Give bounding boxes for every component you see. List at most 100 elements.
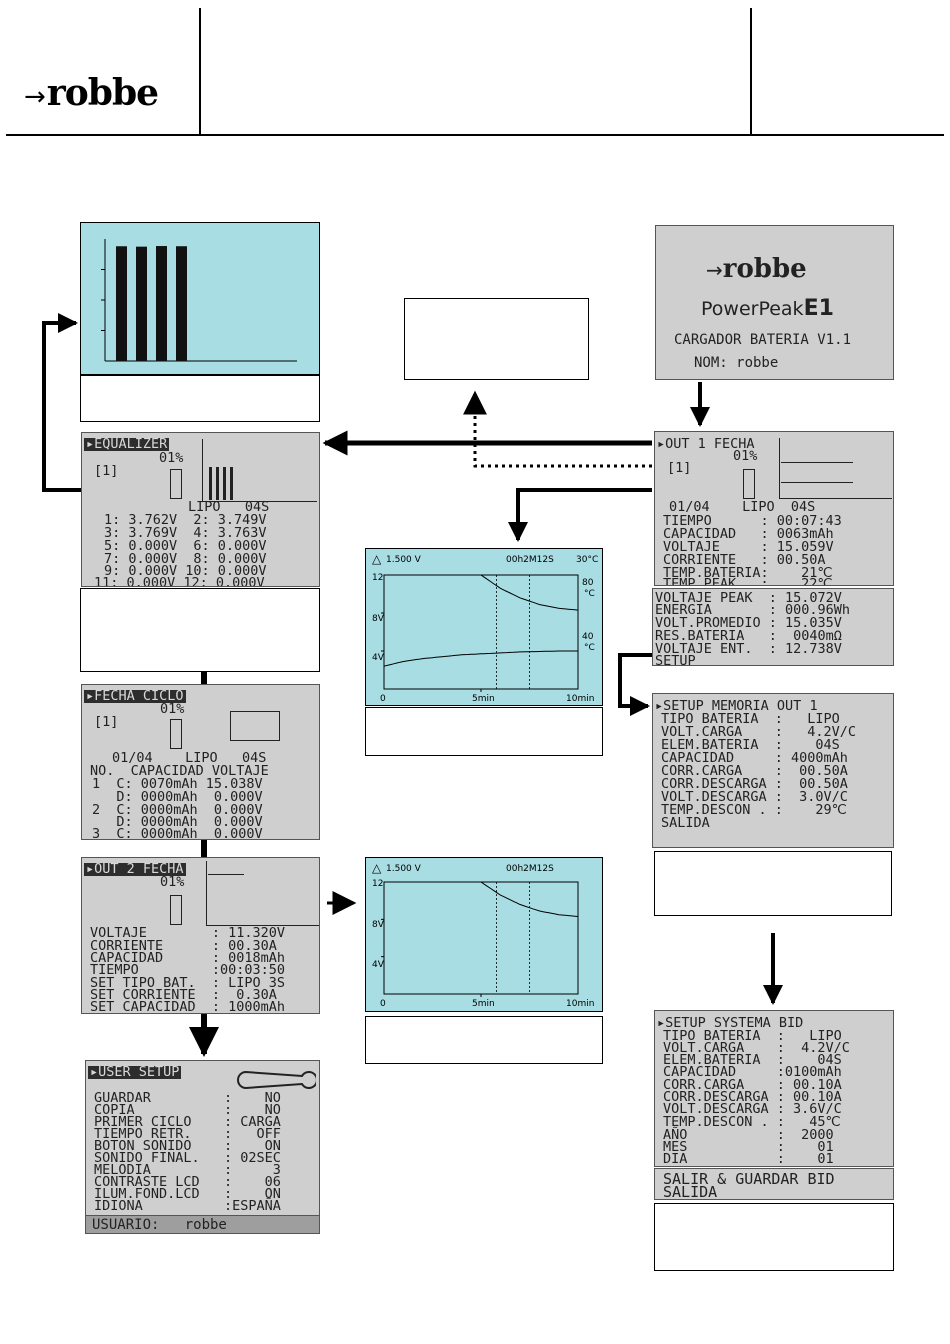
- setup-mem-row: VOLT.CARGA : 4.2V/C: [661, 724, 857, 740]
- chart2-x5: 5min: [472, 999, 495, 1009]
- fecha-ciclo-row: 2 C: 0000mAh 0.000V: [92, 802, 263, 818]
- fecha-ciclo-header: NO. CAPACIDAD VOLTAJE: [90, 763, 269, 779]
- equalizer-screen: ▸EQUALIZER 01% [1] LIPO 04S 1: 3.762V 2:…: [81, 432, 320, 587]
- user-setup-row: COPIA : NO: [94, 1102, 281, 1118]
- equalizer-row: 7: 0.000V 8: 0.000V: [104, 551, 267, 567]
- out1-battery-icon: [743, 469, 755, 499]
- equalizer-title: ▸EQUALIZER: [84, 436, 170, 452]
- out1-footer: 01/04 LIPO 04S: [669, 499, 816, 515]
- setup-sys-row: VOLT.CARGA : 4.2V/C: [663, 1040, 850, 1056]
- setup-sys-row: DIA : 01: [663, 1151, 834, 1167]
- fecha-ciclo-row: D: 0000mAh 0.000V: [92, 789, 263, 805]
- fecha-ciclo-title-text: FECHA CICLO: [94, 688, 184, 704]
- user-setup-screen: ▸USER SETUP GUARDAR : NO COPIA : NO PRIM…: [85, 1060, 320, 1234]
- setup-mem-row: ELEM.BATERIA : 04S: [661, 737, 840, 753]
- equalizer-footer: LIPO 04S: [188, 499, 270, 515]
- fecha-ciclo-row: 3 C: 0000mAh 0.000V: [92, 826, 263, 840]
- out2-row: TIEMPO :00:03:50: [90, 962, 286, 978]
- chart1-temp: 30°C: [576, 555, 598, 565]
- equalizer-row: 3: 3.769V 4: 3.763V: [104, 525, 267, 541]
- out2-row: CORRIENTE : 00.30A: [90, 938, 277, 954]
- out2-title-text: OUT 2 FECHA: [94, 861, 184, 877]
- delta-icon: △: [372, 552, 382, 566]
- out1-row: VOLTAJE : 15.059V: [663, 539, 834, 555]
- setup-sys-row: TIPO BATERIA : LIPO: [663, 1028, 842, 1044]
- setup-mem-row: TEMP.DESCON . : 29℃: [661, 802, 847, 818]
- out1-screen: ▸OUT 1 FECHA 01% [1] 01/04 LIPO 04S TIEM…: [654, 431, 894, 586]
- out1-more-row: VOLTAJE ENT. : 12.738V: [655, 641, 842, 657]
- splash-screen: →robbe PowerPeakE1 CARGADOR BATERIA V1.1…: [655, 225, 894, 380]
- setup-sys-save-exit: SALIR & GUARDAR BID: [663, 1170, 835, 1188]
- header-bottom-rule: [6, 134, 944, 136]
- bar-chart-svg: [101, 239, 297, 362]
- header-divider-right: [750, 8, 752, 136]
- setup-mem-title-text: SETUP MEMORIA OUT 1: [663, 698, 818, 714]
- splash-line2: NOM: robbe: [694, 355, 779, 371]
- logo-text: robbe: [46, 72, 159, 114]
- out1-graph-axis: [779, 438, 892, 499]
- out1-row: TEMP.BATERIA: 21℃: [663, 565, 833, 581]
- user-setup-user: USUARIO: robbe: [92, 1217, 227, 1233]
- setup-sys-row: MES : 01: [663, 1139, 834, 1155]
- wrench-icon-svg: [237, 1070, 316, 1090]
- equalizer-caption-box: [80, 588, 320, 672]
- user-setup-row: GUARDAR : NO: [94, 1090, 281, 1106]
- fecha-ciclo-row: D: 0000mAh 0.000V: [92, 814, 263, 830]
- splash-product: PowerPeakE1: [701, 296, 834, 321]
- chart1-delta: 1.500 V: [386, 555, 422, 565]
- out2-title: ▸OUT 2 FECHA: [84, 861, 186, 877]
- equalizer-slot: [1]: [94, 463, 119, 479]
- out2-row: CAPACIDAD : 0018mAh: [90, 950, 286, 966]
- equalizer-mini-bar: [223, 467, 226, 500]
- setup-mem-row: CORR.DESCARGA : 00.50A: [661, 776, 848, 792]
- chart1-t80: 80: [582, 578, 594, 588]
- chart2-delta: 1.500 V: [386, 864, 422, 874]
- delta-icon: △: [372, 861, 382, 875]
- setup-mem-title: ▸SETUP MEMORIA OUT 1: [655, 698, 818, 714]
- user-setup-row: PRIMER CICLO : CARGA: [94, 1114, 281, 1130]
- chart1-y4: 4V: [372, 653, 385, 663]
- user-setup-row: IDIONA :ESPAÑA: [94, 1198, 281, 1214]
- user-setup-title-text: USER SETUP: [98, 1064, 180, 1080]
- chart2-y8: 8V: [372, 920, 385, 930]
- setup-sys-title-text: SETUP SYSTEMA BID: [665, 1015, 804, 1031]
- equalizer-mini-bar: [230, 467, 233, 500]
- equalizer-mini-bar: [216, 467, 219, 500]
- chart1-y12: 12: [372, 573, 383, 583]
- out1-slot: [1]: [667, 460, 692, 476]
- voltage-chart: △ 1.500 V 00h2M12S 12 8V 4V 0 5min 10min: [365, 857, 603, 1012]
- out2-battery-icon: [170, 895, 182, 925]
- fecha-ciclo-slot: [1]: [94, 714, 119, 730]
- out2-pct: 01%: [160, 874, 185, 890]
- bar-chart-bar: [136, 246, 147, 361]
- equalizer-row: 11: 0.000V 12: 0.000V: [94, 575, 265, 587]
- arrow-out1more-to-setupmem: [618, 653, 652, 716]
- chart-plot-frame: [383, 881, 579, 995]
- setup-memoria-caption-box: [654, 851, 892, 916]
- bar-chart-bar: [156, 246, 167, 361]
- chart2-svg: △ 1.500 V 00h2M12S 12 8V 4V 0 5min 10min: [372, 861, 594, 1009]
- setup-sys-title: ▸SETUP SYSTEMA BID: [657, 1015, 804, 1031]
- equalizer-mini-axis: [202, 439, 317, 502]
- fecha-ciclo-pct: 01%: [160, 701, 185, 717]
- setup-sys-row: CORR.DESCARGA : 00.10A: [663, 1089, 842, 1105]
- chart2-x10: 10min: [566, 999, 594, 1009]
- equalizer-title-text: EQUALIZER: [94, 436, 168, 452]
- equalizer-bar-chart: [80, 222, 320, 375]
- equalizer-pct: 01%: [159, 450, 184, 466]
- fecha-ciclo-row: 1 C: 0070mAh 15.038V: [92, 776, 263, 792]
- user-setup-row: ILUM.FOND.LCD : ON: [94, 1186, 281, 1202]
- out1-graph-line2: [781, 482, 853, 483]
- arrow-out1-to-chart1: [508, 488, 652, 542]
- equalizer-mini-bar: [209, 467, 212, 500]
- out1-more-row: RES.BATERIA : 0040mΩ: [655, 628, 842, 644]
- chart1-svg: △ 1.500 V 00h2M12S 30°C 80 °C 40 °C 12 8…: [372, 552, 598, 704]
- setup-mem-row: CORR.CARGA : 00.50A: [661, 763, 848, 779]
- out1-row: TIEMPO : 00:07:43: [663, 513, 842, 529]
- chart1-x0: 0: [380, 694, 386, 704]
- chart2-y4: 4V: [372, 960, 385, 970]
- out1-title: ▸OUT 1 FECHA: [657, 436, 755, 452]
- setup-sys-row: CORR.CARGA : 00.10A: [663, 1077, 842, 1093]
- user-setup-row: SONIDO FINAL. : 02SEC: [94, 1150, 281, 1166]
- out2-graph-line: [208, 874, 244, 875]
